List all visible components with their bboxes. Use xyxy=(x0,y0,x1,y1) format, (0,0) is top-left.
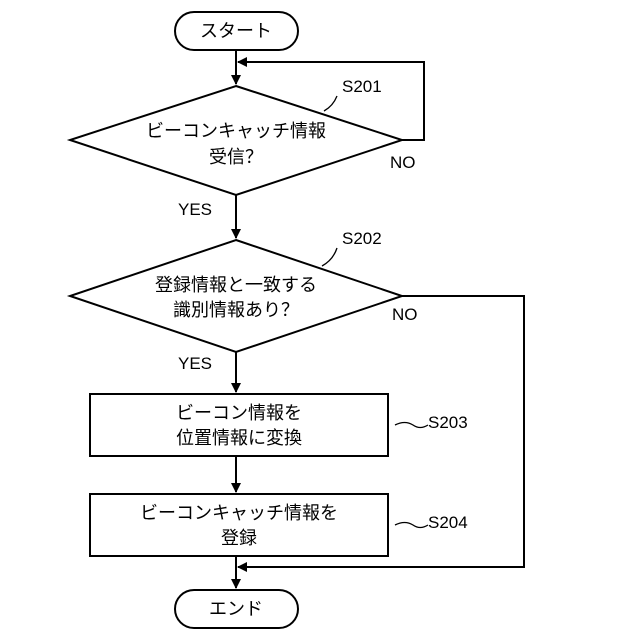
process2-line2: 登録 xyxy=(221,528,257,549)
decision1-line1: ビーコンキャッチ情報 xyxy=(146,121,326,142)
decision1-line2: 受信？ xyxy=(209,147,263,168)
decision1-yes-label: YES xyxy=(178,200,212,219)
process1-line2: 位置情報に変換 xyxy=(176,428,302,449)
decision2-yes-label: YES xyxy=(178,354,212,373)
leader-s202 xyxy=(322,248,337,266)
step-label-s203: S203 xyxy=(428,413,468,432)
process2-line1: ビーコンキャッチ情報を xyxy=(140,503,338,524)
decision1-no-label: NO xyxy=(390,153,416,172)
leader-s201 xyxy=(324,96,337,111)
process1-line1: ビーコン情報を xyxy=(176,403,302,424)
start-label: スタート xyxy=(200,21,272,42)
leader-s203 xyxy=(395,423,428,428)
decision2-line2: 識別情報あり？ xyxy=(173,300,299,321)
end-label: エンド xyxy=(209,599,263,620)
decision2-line1: 登録情報と一致する xyxy=(155,275,317,296)
step-label-s204: S204 xyxy=(428,513,468,532)
decision2-no-label: NO xyxy=(392,305,418,324)
step-label-s202: S202 xyxy=(342,229,382,248)
decision-id-match xyxy=(70,240,402,352)
leader-s204 xyxy=(395,523,428,528)
step-label-s201: S201 xyxy=(342,77,382,96)
